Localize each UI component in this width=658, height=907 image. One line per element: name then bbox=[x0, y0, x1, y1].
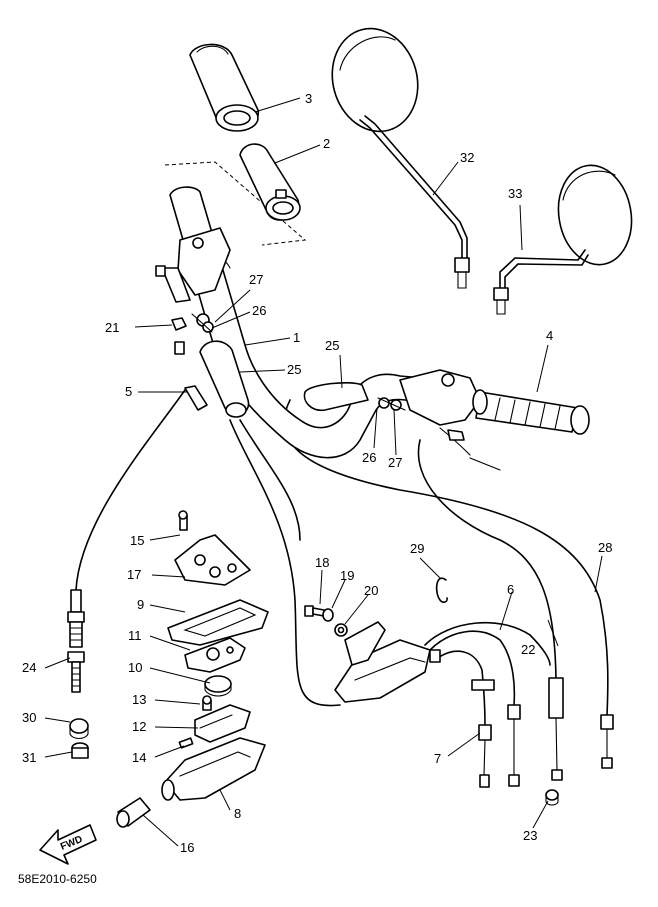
connector-7 bbox=[471, 679, 495, 788]
switch-bracket-17 bbox=[174, 510, 251, 586]
screw-13 bbox=[202, 695, 212, 711]
callout-12: 12 bbox=[132, 719, 146, 734]
callout-17: 17 bbox=[127, 567, 141, 582]
clutch-cable-inner bbox=[239, 419, 301, 541]
forward-direction-arrow: FWD bbox=[39, 824, 97, 865]
callout-25-right: 25 bbox=[325, 338, 339, 353]
callout-15: 15 bbox=[130, 533, 144, 548]
switch-wire-6c bbox=[424, 621, 551, 666]
callout-16: 16 bbox=[180, 840, 194, 855]
callout-22: 22 bbox=[521, 642, 535, 657]
connector-22 bbox=[548, 677, 564, 781]
callout-14: 14 bbox=[132, 750, 146, 765]
callout-1: 1 bbox=[293, 330, 300, 345]
catalog-code: 58E2010-6250 bbox=[18, 872, 97, 886]
switch-wire-6a bbox=[429, 630, 516, 706]
callout-labels: 3 2 32 33 4 1 25 27 26 21 5 25 26 27 15 … bbox=[22, 91, 612, 855]
clip-29 bbox=[435, 577, 448, 603]
plate-11 bbox=[184, 637, 246, 673]
callout-4: 4 bbox=[546, 328, 553, 343]
handlebar-1 bbox=[169, 186, 449, 459]
callout-28: 28 bbox=[598, 540, 612, 555]
grip-reference-box bbox=[164, 161, 307, 246]
lever-cover-25-right bbox=[303, 382, 369, 412]
washer-20 bbox=[334, 623, 348, 637]
callout-10: 10 bbox=[128, 660, 142, 675]
bolt-18 bbox=[304, 605, 325, 617]
callout-6: 6 bbox=[507, 582, 514, 597]
leader-lines bbox=[44, 97, 603, 847]
callout-11: 11 bbox=[128, 628, 142, 643]
cables bbox=[75, 389, 609, 776]
throttle-tube-2 bbox=[239, 143, 301, 221]
clutch-lever-holder bbox=[155, 227, 231, 303]
callout-25-left: 25 bbox=[287, 362, 301, 377]
clutch-cable-5 bbox=[75, 389, 186, 591]
cap-23 bbox=[545, 789, 559, 806]
cable-adjuster-24 bbox=[67, 589, 85, 693]
throttle-cable-22 bbox=[417, 439, 557, 681]
cap-10 bbox=[204, 675, 232, 697]
knob-16 bbox=[116, 797, 151, 828]
callout-32: 32 bbox=[460, 150, 474, 165]
switch-wire-left bbox=[229, 419, 341, 707]
callout-3: 3 bbox=[305, 91, 312, 106]
callout-18: 18 bbox=[315, 555, 329, 570]
gasket-9 bbox=[167, 599, 269, 646]
callout-27-lower: 27 bbox=[388, 455, 402, 470]
switch-wire-6b bbox=[434, 650, 486, 726]
right-switch-housing bbox=[399, 369, 481, 441]
cable-end-31 bbox=[71, 742, 89, 759]
callout-23: 23 bbox=[523, 828, 537, 843]
callout-2: 2 bbox=[323, 136, 330, 151]
callout-31: 31 bbox=[22, 750, 36, 765]
callout-5: 5 bbox=[125, 384, 132, 399]
callout-20: 20 bbox=[364, 583, 378, 598]
callout-33: 33 bbox=[508, 186, 522, 201]
callout-9: 9 bbox=[137, 597, 144, 612]
cable-end-30 bbox=[69, 718, 89, 740]
mirror-32 bbox=[331, 27, 470, 289]
washer-19 bbox=[322, 608, 334, 622]
callout-29: 29 bbox=[410, 541, 424, 556]
switch-part-12 bbox=[194, 704, 251, 743]
switch-body-8 bbox=[161, 737, 266, 801]
callout-26-lower: 26 bbox=[362, 450, 376, 465]
small-fasteners bbox=[171, 313, 406, 411]
callout-27-upper: 27 bbox=[249, 272, 263, 287]
callout-19: 19 bbox=[340, 568, 354, 583]
right-grip-4 bbox=[472, 389, 590, 435]
lever-cover-25-left bbox=[199, 340, 250, 418]
cable-sleeve-5 bbox=[184, 385, 208, 411]
callout-8: 8 bbox=[234, 806, 241, 821]
callout-21: 21 bbox=[105, 320, 119, 335]
mirror-33 bbox=[493, 164, 633, 315]
throttle-cable-28 bbox=[283, 399, 609, 716]
left-grip-3 bbox=[189, 43, 259, 132]
callout-26-upper: 26 bbox=[252, 303, 266, 318]
connector-28 bbox=[600, 714, 614, 769]
callout-7: 7 bbox=[434, 751, 441, 766]
screw-14 bbox=[178, 737, 194, 749]
callout-13: 13 bbox=[132, 692, 146, 707]
callout-30: 30 bbox=[22, 710, 36, 725]
callout-24: 24 bbox=[22, 660, 36, 675]
connector-6-lead bbox=[507, 704, 521, 787]
switch-assembly-6 bbox=[334, 621, 441, 703]
